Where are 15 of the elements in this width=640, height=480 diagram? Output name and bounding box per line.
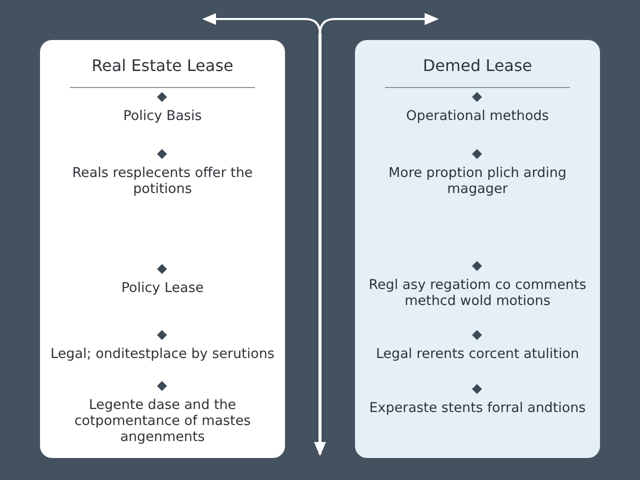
list-item-text: Policy Lease bbox=[50, 280, 275, 296]
list-item-text: Reals resplecents offer the potitions bbox=[50, 165, 275, 197]
list-item-text: Experaste stents forral andtions bbox=[365, 400, 590, 416]
arrow bbox=[202, 13, 439, 35]
list-item-text: Legal; onditestplace by serutions bbox=[50, 346, 275, 362]
card bbox=[40, 40, 285, 458]
list-item-text: Operational methods bbox=[365, 108, 590, 124]
list-item-text: Policy Basis bbox=[50, 108, 275, 124]
list-item-text: More proption plich arding magager bbox=[365, 165, 590, 197]
card-heading: Real Estate Lease bbox=[90, 56, 234, 75]
list-item-text: Legal rerents corcent atulition bbox=[365, 346, 590, 362]
list-item-text: Regl asy regatiom co comments methcd wold motions bbox=[365, 277, 590, 309]
list-item-text: Legente dase and the cotpomentance of mastes angenments bbox=[50, 397, 275, 445]
card-heading: Demed Lease bbox=[422, 56, 534, 75]
card bbox=[355, 40, 600, 458]
